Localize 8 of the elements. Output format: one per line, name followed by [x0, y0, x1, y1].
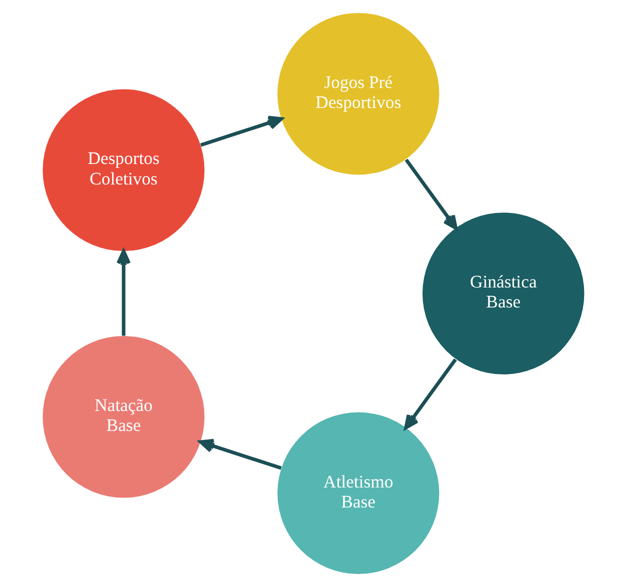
arrow [198, 438, 282, 470]
node-circle: Desportos Coletivos [42, 89, 204, 251]
node-circle: Jogos Pré Desportivos [276, 12, 439, 175]
arrow [116, 250, 130, 336]
node-circle: Natação Base [42, 336, 204, 498]
arrow [200, 116, 282, 147]
arrow [404, 158, 458, 230]
arrow [404, 358, 456, 430]
